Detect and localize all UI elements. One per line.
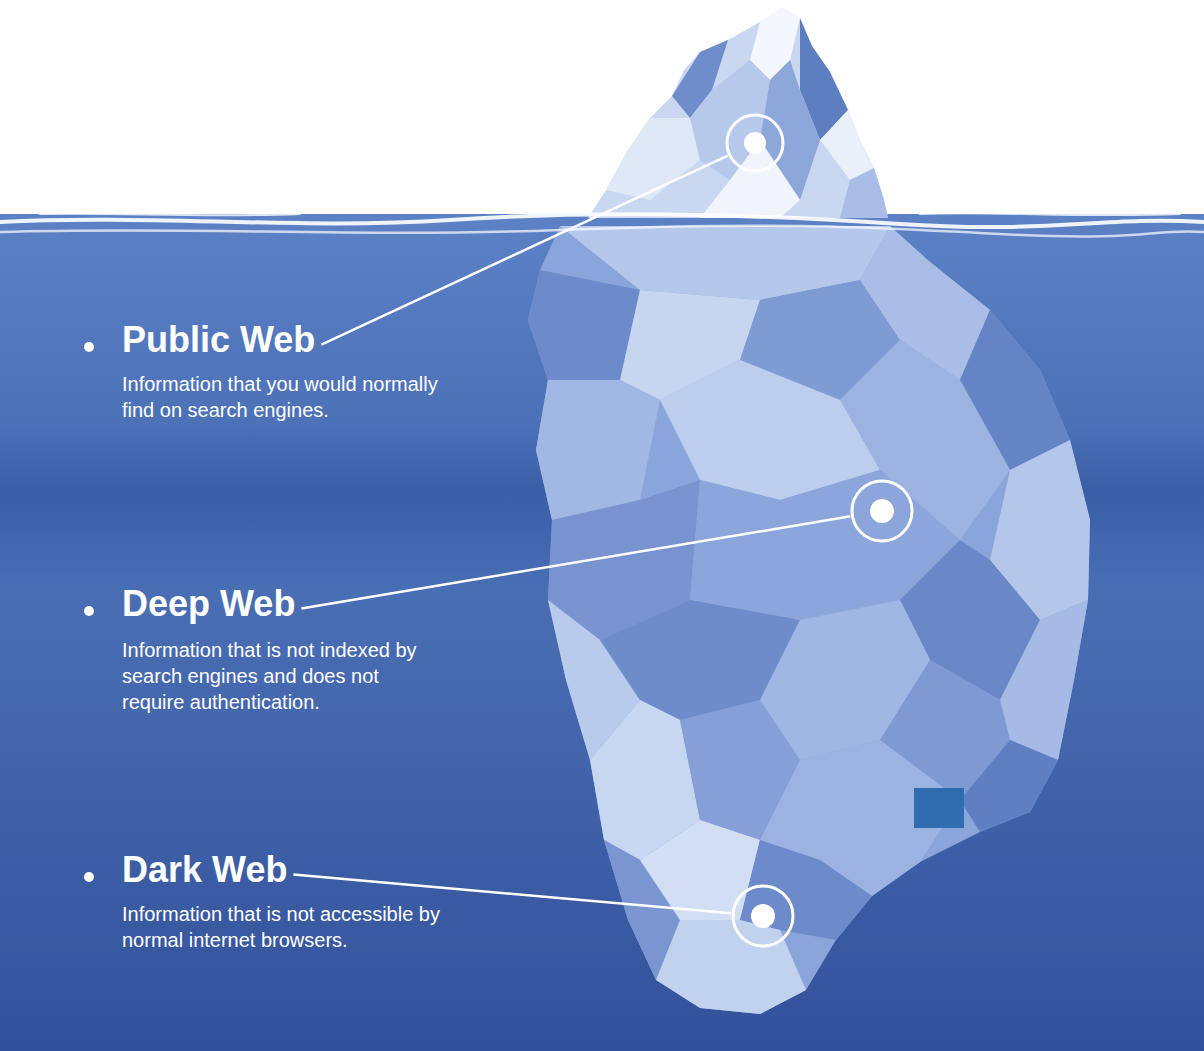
iceberg-tip — [588, 8, 888, 218]
iceberg-underwater — [914, 788, 964, 828]
target-marker — [733, 886, 793, 946]
section-description: Information that is not indexed by searc… — [122, 637, 440, 715]
iceberg-underwater — [640, 820, 760, 920]
bullet-dot — [84, 342, 94, 352]
iceberg-underwater — [960, 740, 1058, 832]
target-marker — [727, 115, 912, 946]
leader-line — [301, 516, 850, 608]
iceberg-underwater — [1000, 600, 1088, 760]
section-description: Information that you would normally find… — [122, 371, 452, 423]
iceberg-underwater — [528, 226, 1090, 1014]
section-heading: Dark Web — [122, 850, 287, 890]
iceberg-underwater — [740, 840, 872, 940]
target-marker — [751, 904, 775, 928]
bullet-dot — [84, 872, 94, 882]
iceberg-tip — [606, 118, 700, 200]
iceberg-tip — [820, 110, 874, 180]
sky — [0, 0, 1204, 216]
water — [0, 214, 1204, 1051]
section-description: Information that is not accessible by no… — [122, 901, 482, 953]
target-marker — [852, 481, 912, 541]
iceberg-underwater — [660, 360, 880, 500]
sky — [0, 0, 1204, 216]
target-marker — [727, 115, 783, 171]
water-surface — [0, 213, 1204, 236]
water-surface — [920, 213, 1180, 215]
iceberg-underwater — [656, 920, 806, 1014]
bullet-dot — [84, 342, 94, 882]
target-marker — [870, 499, 894, 523]
bullet-dot — [84, 606, 94, 616]
water-surface — [0, 226, 1204, 237]
iceberg-underwater — [528, 270, 640, 380]
iceberg-tip — [588, 8, 888, 218]
section-heading: Public Web — [122, 320, 315, 360]
water — [0, 214, 1204, 1051]
iceberg-tip — [840, 168, 888, 218]
section-heading: Deep Web — [122, 584, 295, 624]
iceberg-underwater — [536, 380, 660, 520]
iceberg-underwater — [528, 226, 1090, 1014]
water-surface — [0, 214, 1204, 227]
target-marker — [744, 132, 766, 154]
water-surface — [40, 214, 300, 216]
leader-line — [321, 156, 727, 345]
